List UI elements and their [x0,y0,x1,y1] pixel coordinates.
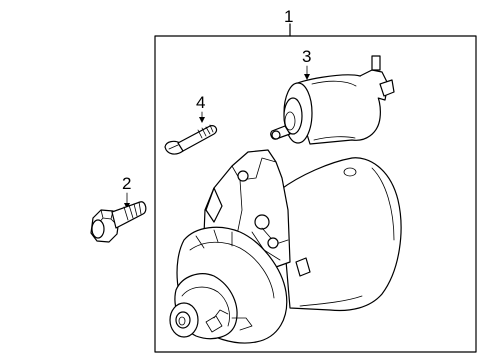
leader-lines [124,65,310,209]
screw-part-4 [164,124,218,155]
assembly-frame [154,23,477,353]
callout-3: 3 [302,47,311,66]
callout-4: 4 [196,93,205,112]
callout-1: 1 [284,7,293,26]
starter-motor-part-1 [169,149,402,344]
callout-2: 2 [122,174,131,193]
solenoid-part-3 [270,55,395,145]
flange-bolt-part-2 [90,201,147,243]
